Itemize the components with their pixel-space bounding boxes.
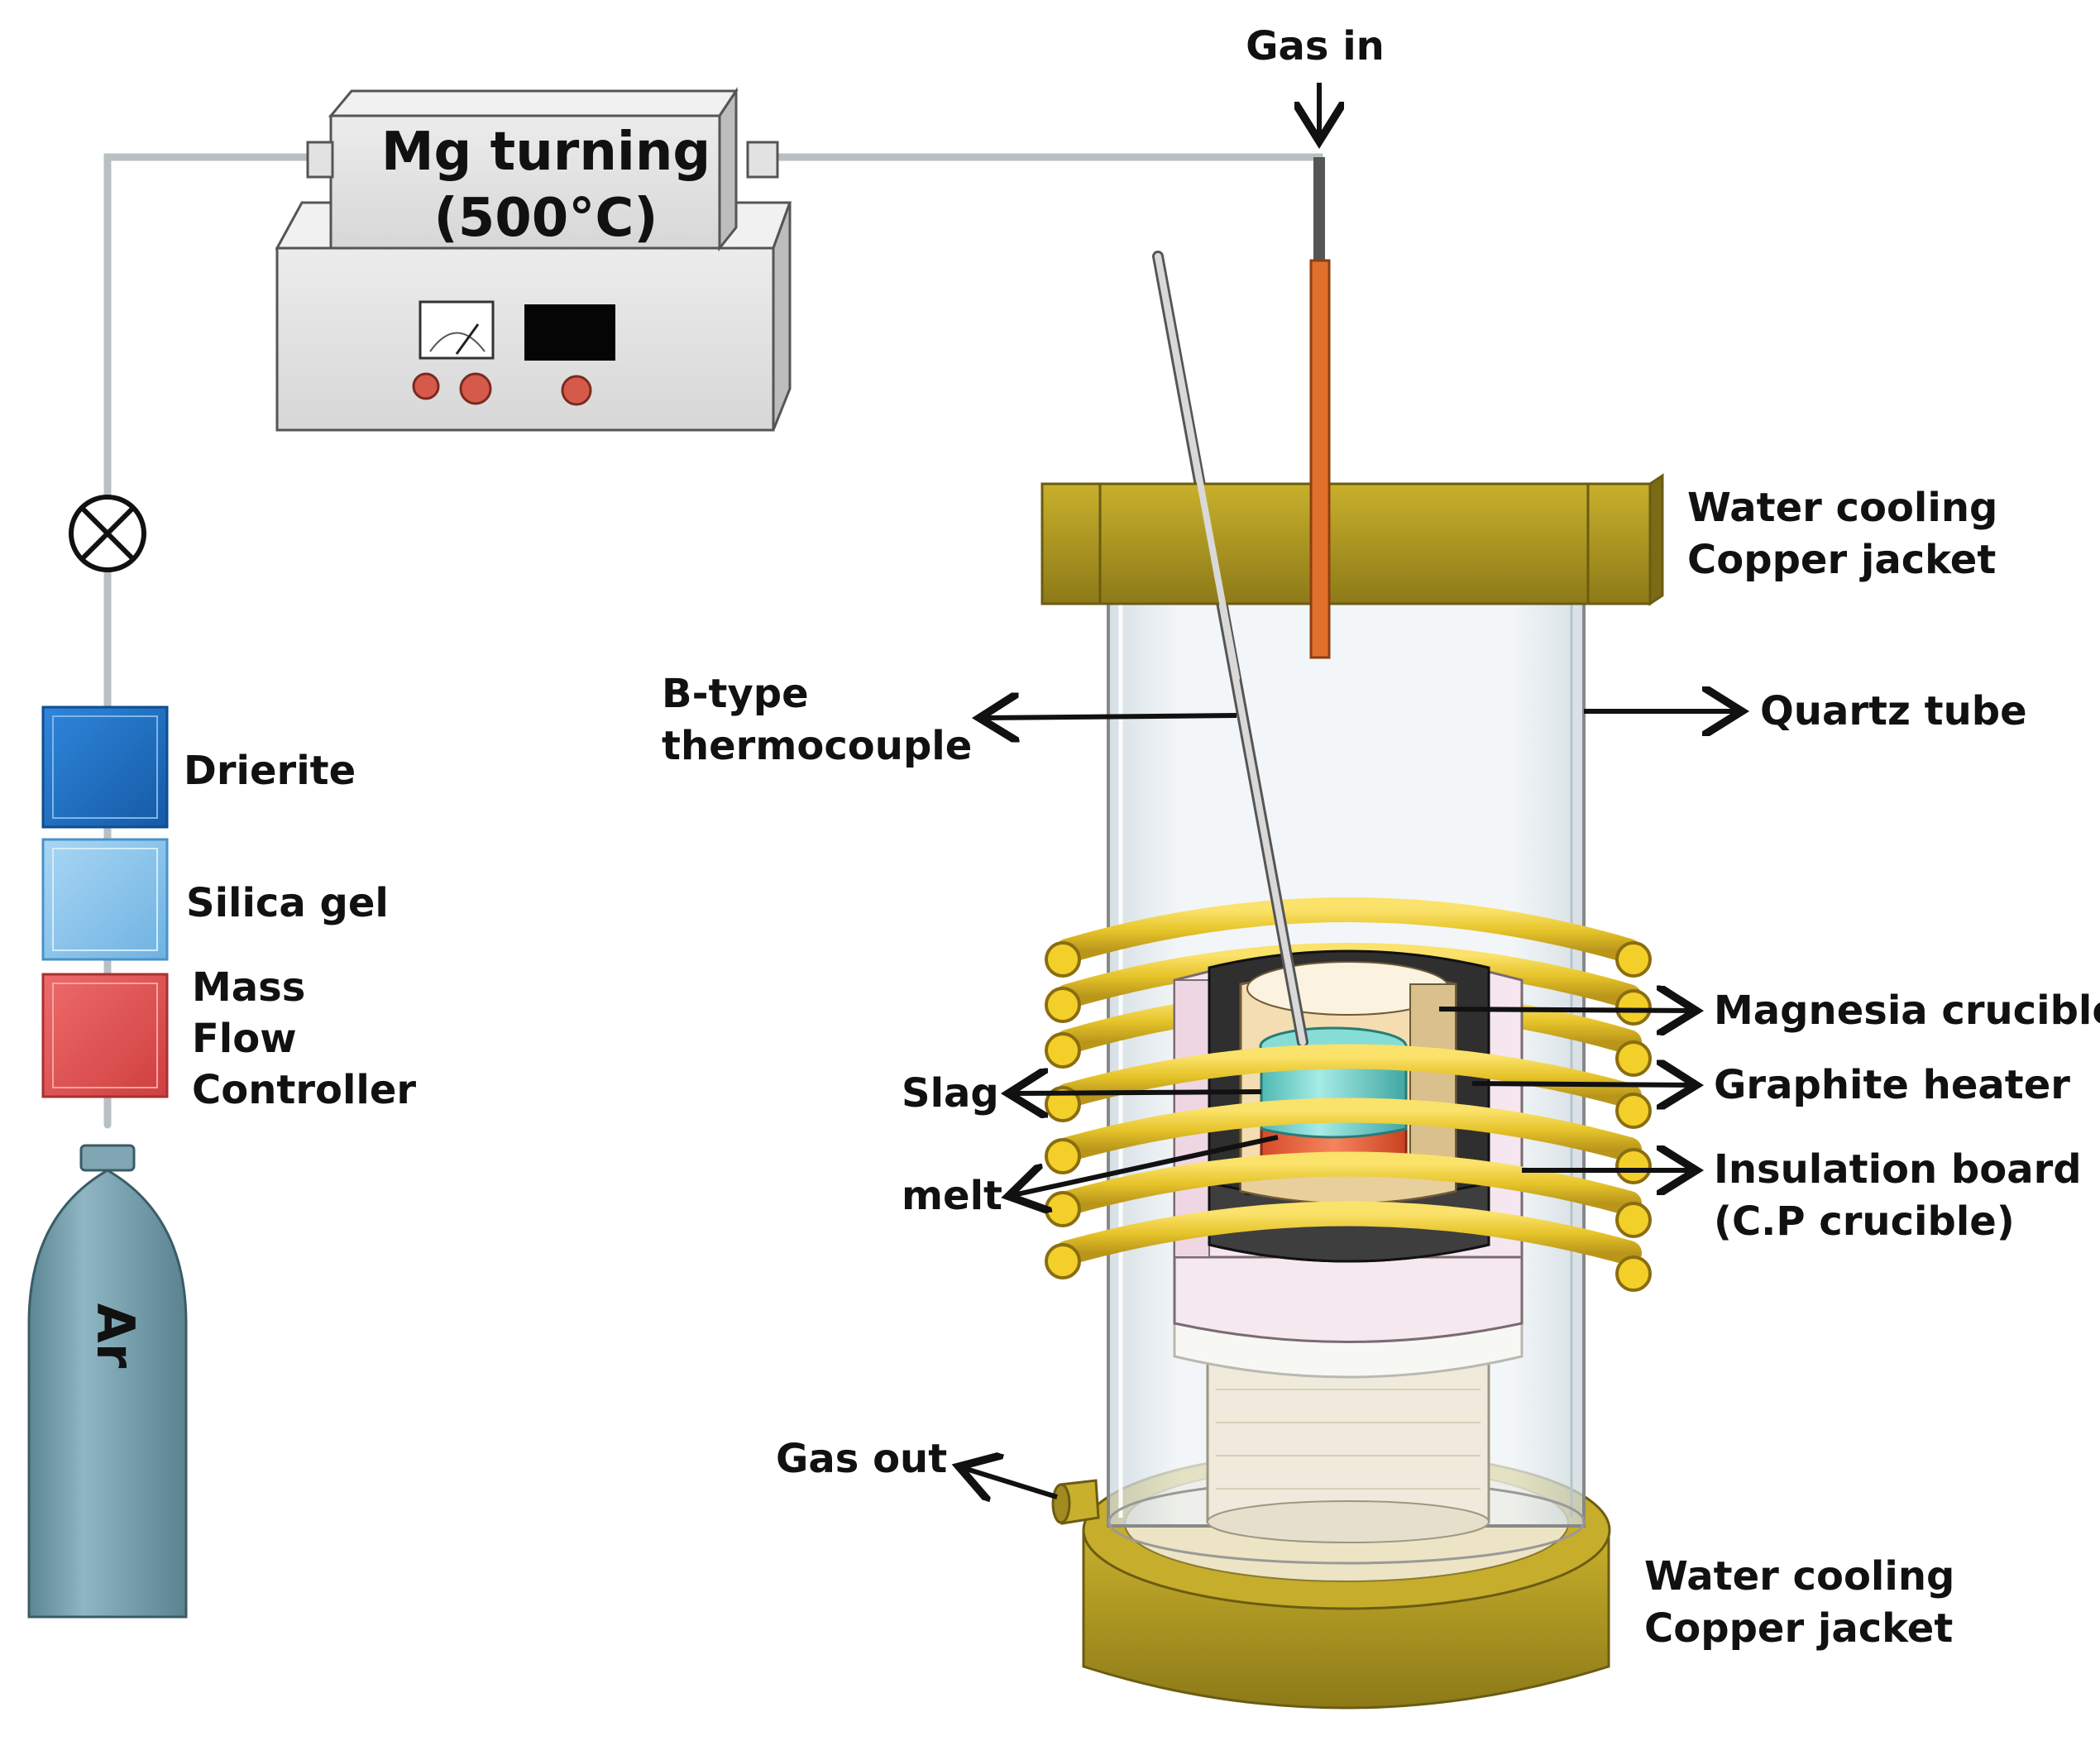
control-knob-icon bbox=[412, 372, 592, 406]
argon-cylinder: Ar bbox=[27, 1144, 188, 1619]
top-jacket-label-line2: Copper jacket bbox=[1687, 537, 1996, 583]
top-jacket-label-line1: Water cooling bbox=[1687, 485, 1997, 531]
gas-in-label: Gas in bbox=[1246, 23, 1385, 69]
drierite-column bbox=[41, 705, 169, 829]
analog-gauge-icon bbox=[419, 300, 495, 360]
label-arrows bbox=[964, 83, 1737, 1497]
digital-display-icon bbox=[524, 304, 615, 361]
gas-out-label: Gas out bbox=[776, 1436, 947, 1482]
insulation-board-label-line1: Insulation board bbox=[1714, 1146, 2082, 1193]
insulation-base bbox=[1173, 1255, 1524, 1343]
mfc-label-line1: Mass bbox=[192, 964, 305, 1011]
cylinder-label: Ar bbox=[85, 1303, 146, 1369]
graphite-heater-label: Graphite heater bbox=[1714, 1062, 2070, 1108]
top-copper-jacket bbox=[1040, 473, 1664, 606]
mfc-label-line2: Flow bbox=[192, 1016, 297, 1062]
thermocouple-label-line1: B-type bbox=[662, 671, 809, 717]
quartz-tube-label: Quartz tube bbox=[1760, 688, 2027, 734]
mass-flow-controller bbox=[41, 973, 169, 1098]
magnesia-crucible-label: Magnesia crucible bbox=[1714, 988, 2100, 1034]
bottom-jacket-label-line2: Copper jacket bbox=[1644, 1605, 1953, 1652]
thermocouple-rod-top bbox=[1155, 253, 1240, 682]
mg-turning-furnace: Mg turning (500°C) bbox=[275, 87, 792, 432]
mg-box-label-line2: (500°C) bbox=[433, 188, 658, 249]
drierite-label: Drierite bbox=[184, 748, 356, 794]
slag-label: Slag bbox=[902, 1070, 999, 1117]
valve-icon bbox=[69, 495, 146, 572]
induction-coil-ends bbox=[1045, 941, 1652, 1292]
refractory-pedestal bbox=[1173, 1318, 1524, 1543]
melt-label: melt bbox=[902, 1173, 1002, 1219]
silica-gel-label: Silica gel bbox=[186, 880, 389, 926]
gas-inlet-tube bbox=[1309, 157, 1331, 659]
induction-coil-front bbox=[1055, 1044, 1642, 1265]
mfc-label-line3: Controller bbox=[192, 1067, 416, 1113]
mg-box-label-line1: Mg turning bbox=[381, 122, 710, 183]
thermocouple-label-line2: thermocouple bbox=[662, 723, 972, 769]
silica-gel-column bbox=[41, 838, 169, 961]
insulation-board-label-line2: (C.P crucible) bbox=[1714, 1198, 2015, 1245]
bottom-jacket-label-line1: Water cooling bbox=[1644, 1553, 1954, 1600]
